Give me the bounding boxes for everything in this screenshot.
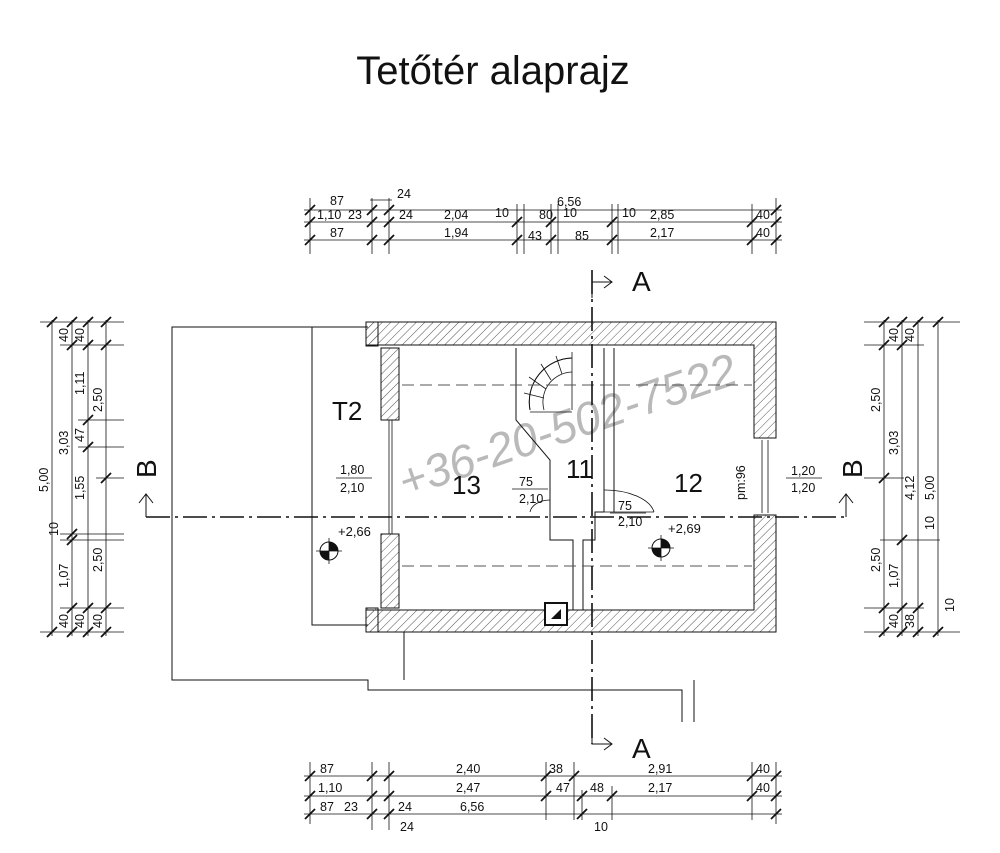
dim-right-250a: 2,50 — [869, 388, 883, 412]
plan-title: Tetőtér alaprajz — [356, 49, 629, 93]
dim-bot-87a: 87 — [320, 762, 334, 776]
dim-left-47: 47 — [73, 428, 87, 442]
dim-bot-10: 10 — [594, 820, 608, 834]
right-dimension-chains — [864, 316, 960, 638]
section-b-label-right: B — [837, 459, 868, 478]
room-13-number: 13 — [452, 470, 481, 500]
dim-left-107: 1,07 — [57, 564, 71, 588]
dim-left-40c: 40 — [73, 614, 87, 628]
dim-right-40c: 40 — [903, 328, 917, 342]
dim-top-24a: 24 — [397, 187, 411, 201]
interior-partitions — [388, 348, 615, 610]
dim-right-10a: 10 — [923, 516, 937, 530]
dim-bot-240: 2,40 — [456, 762, 480, 776]
dim-right-500: 5,00 — [923, 476, 937, 500]
room-12-area: 1,20 — [791, 464, 815, 478]
room-t2-label: T2 — [332, 396, 362, 426]
room-12-number: 12 — [674, 468, 703, 498]
top-dimension-chains — [304, 198, 782, 254]
dim-top-10b: 10 — [563, 206, 577, 220]
section-a-label-bottom: A — [632, 733, 651, 764]
section-a-label-top: A — [632, 266, 651, 297]
dim-left-155: 1,55 — [73, 476, 87, 500]
roof-outline — [171, 326, 695, 722]
external-walls — [365, 321, 777, 633]
dim-bot-247: 2,47 — [456, 781, 480, 795]
dim-bot-23: 23 — [344, 800, 358, 814]
dim-bot-24a: 24 — [398, 800, 412, 814]
dim-left-40e: 40 — [91, 614, 105, 628]
dim-bot-38: 38 — [549, 762, 563, 776]
door-swings — [529, 489, 655, 513]
dim-bot-110: 1,10 — [318, 781, 342, 795]
dim-bot-656: 6,56 — [460, 800, 484, 814]
dim-right-40b: 40 — [887, 614, 901, 628]
dim-left-40b: 40 — [57, 328, 71, 342]
dim-left-40a: 40 — [57, 614, 71, 628]
room-11-height: 2,10 — [519, 492, 543, 506]
level-right: +2,69 — [668, 521, 701, 536]
dim-top-43: 43 — [528, 229, 542, 243]
room-13-area: 1,80 — [340, 463, 364, 477]
dim-left-10: 10 — [47, 522, 61, 536]
spiral-staircase — [523, 352, 573, 413]
dim-left-303: 3,03 — [57, 431, 71, 455]
roof-dashed-lines — [402, 384, 752, 567]
dim-left-40d: 40 — [73, 328, 87, 342]
dim-right-250b: 2,50 — [869, 548, 883, 572]
dim-left-500: 5,00 — [37, 468, 51, 492]
section-b-label-left: B — [131, 459, 162, 478]
dim-top-10c: 10 — [622, 206, 636, 220]
room-12-height: 1,20 — [791, 481, 815, 495]
dim-top-80: 80 — [539, 208, 553, 222]
dim-top-10a: 10 — [495, 206, 509, 220]
dim-top-24b: 24 — [399, 208, 413, 222]
left-dimension-chains — [40, 316, 124, 638]
dim-bot-291: 2,91 — [648, 762, 672, 776]
dim-top-110: 1,10 — [317, 208, 341, 222]
dim-top-217: 2,17 — [650, 226, 674, 240]
dim-bot-217: 2,17 — [648, 781, 672, 795]
level-marker-right — [648, 535, 674, 561]
level-left: +2,66 — [338, 524, 371, 539]
dim-top-87b: 87 — [330, 226, 344, 240]
dim-left-250a: 2,50 — [91, 388, 105, 412]
dim-top-656: 6,56 — [557, 195, 581, 209]
bottom-dimension-chains — [304, 762, 782, 830]
dim-right-10b: 10 — [943, 598, 957, 612]
dim-right-38: 38 — [903, 614, 917, 628]
dim-right-107: 1,07 — [887, 564, 901, 588]
dim-top-40a: 40 — [756, 208, 770, 222]
dim-right-412: 4,12 — [903, 476, 917, 500]
dim-left-250b: 2,50 — [91, 548, 105, 572]
level-marker-left — [316, 538, 342, 564]
dim-top-194: 1,94 — [444, 226, 468, 240]
dim-top-40b: 40 — [756, 226, 770, 240]
dim-right-303: 3,03 — [887, 431, 901, 455]
room-extra-area: 75 — [618, 499, 632, 513]
dim-bot-87b: 87 — [320, 800, 334, 814]
room-11-area: 75 — [519, 475, 533, 489]
section-axes — [138, 270, 854, 751]
dim-left-111: 1,11 — [73, 372, 87, 395]
dim-top-204: 2,04 — [444, 208, 468, 222]
room-extra-height: 2,10 — [618, 515, 642, 529]
dim-bot-40b: 40 — [756, 781, 770, 795]
dim-top-285: 2,85 — [650, 208, 674, 222]
dim-bot-24b: 24 — [400, 820, 414, 834]
dim-top-85: 85 — [575, 229, 589, 243]
room-13-height: 2,10 — [340, 481, 364, 495]
dim-top-23: 23 — [348, 208, 362, 222]
dim-right-40a: 40 — [887, 328, 901, 342]
dim-bot-40a: 40 — [756, 762, 770, 776]
dim-bot-47: 47 — [556, 781, 570, 795]
dim-top-87a: 87 — [330, 194, 344, 208]
window-parapet-label: pm:96 — [734, 465, 748, 500]
room-11-number: 11 — [566, 454, 593, 484]
dim-bot-48: 48 — [590, 781, 604, 795]
